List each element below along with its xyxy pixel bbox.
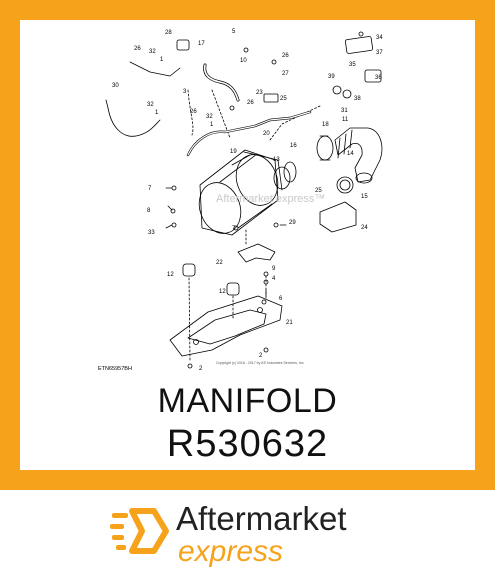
callout-label: 2 — [259, 353, 263, 359]
callout-label: 12 — [219, 289, 226, 295]
callout-label: 32 — [149, 49, 156, 55]
callout-label: 11 — [342, 117, 349, 123]
callout-label: 35 — [349, 62, 356, 68]
callout-label: 28 — [165, 30, 172, 36]
callout-label: 23 — [256, 90, 263, 96]
callout-label: 6 — [279, 296, 283, 302]
brand-footer — [0, 490, 495, 575]
content-panel: Aftermarket express™ 28 5 17 34 37 26 32… — [20, 20, 475, 470]
callout-label: 9 — [272, 266, 276, 272]
callout-label: 32 — [206, 114, 213, 120]
callout-label: 38 — [354, 96, 361, 102]
callout-label: 29 — [289, 220, 296, 226]
callout-label: 3 — [183, 89, 187, 95]
callout-label: 22 — [216, 260, 223, 266]
callout-label: 1 — [160, 57, 164, 63]
callout-label: 31 — [341, 108, 348, 114]
callout-label: 8 — [147, 208, 151, 214]
callout-label: 12 — [167, 272, 174, 278]
brand-tagline: express — [178, 535, 284, 568]
callout-label: 26 — [282, 53, 289, 59]
callout-label: 32 — [147, 102, 154, 108]
callout-label: 17 — [198, 41, 205, 47]
callout-label: 7 — [232, 226, 236, 232]
callout-label: 16 — [290, 143, 297, 149]
callout-numbers: 28 5 17 34 37 26 32 10 26 35 27 36 30 1 … — [112, 29, 383, 372]
callout-label: 20 — [263, 131, 270, 137]
callout-label: 19 — [230, 149, 237, 155]
callout-label: 39 — [328, 74, 335, 80]
diagram-copyright: Copyright (c) 2016 - 2017 by ATI Industr… — [216, 361, 304, 365]
callout-label: 24 — [361, 225, 368, 231]
part-name: MANIFOLD — [157, 382, 338, 420]
brand-name: Aftermarket — [176, 500, 347, 537]
callout-label: 14 — [347, 151, 354, 157]
callout-label: 1 — [155, 110, 159, 116]
callout-label: 1 — [210, 122, 214, 128]
callout-label: 30 — [112, 83, 119, 89]
orange-frame: Aftermarket express™ 28 5 17 34 37 26 32… — [0, 0, 495, 490]
exploded-parts-diagram: Aftermarket express™ 28 5 17 34 37 26 32… — [98, 29, 383, 372]
callout-label: 5 — [232, 29, 236, 35]
callout-label: 25 — [315, 188, 322, 194]
callout-label: 26 — [190, 109, 197, 115]
callout-label: 2 — [199, 366, 203, 372]
diagram-watermark: Aftermarket express™ — [216, 193, 325, 205]
callout-label: 4 — [272, 276, 276, 282]
callout-label: 7 — [148, 186, 152, 192]
callout-label: 34 — [376, 35, 383, 41]
figure-code: ETN65957BH — [98, 366, 132, 372]
callout-label: 37 — [376, 50, 383, 56]
callout-label: 27 — [282, 71, 289, 77]
callout-label: 25 — [280, 96, 287, 102]
callout-label: 10 — [240, 58, 247, 64]
callout-label: 18 — [322, 122, 329, 128]
callout-label: 36 — [375, 75, 382, 81]
callout-label: 13 — [273, 157, 280, 163]
part-number: R530632 — [166, 423, 329, 465]
callout-label: 21 — [286, 320, 293, 326]
callout-label: 33 — [148, 230, 155, 236]
hexagon-speed-lines-logo-icon — [110, 508, 169, 554]
callout-label: 26 — [247, 100, 254, 106]
callout-label: 26 — [134, 46, 141, 52]
callout-label: 15 — [361, 194, 368, 200]
